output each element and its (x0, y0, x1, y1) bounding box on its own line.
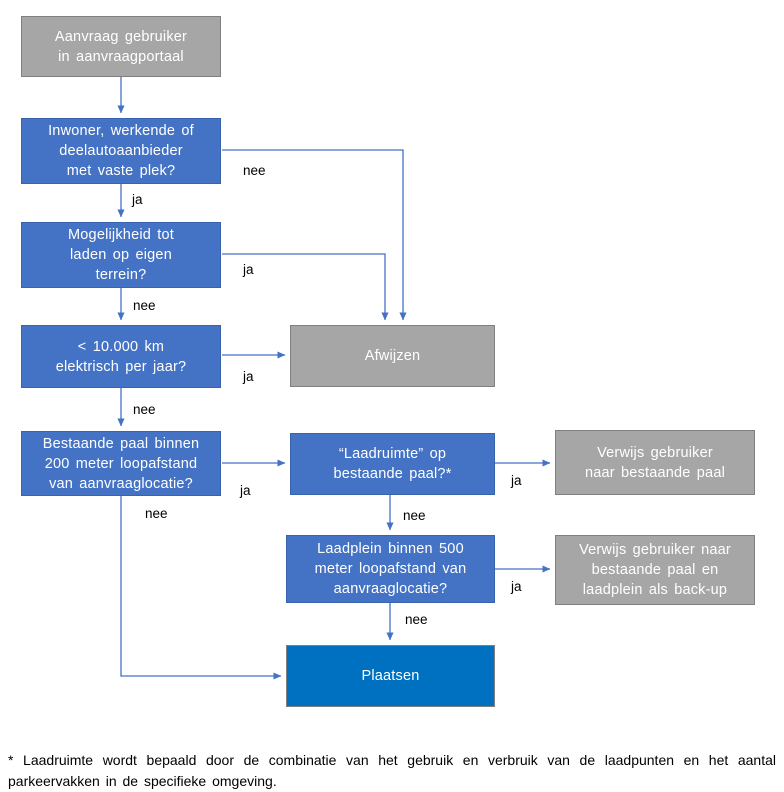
edge-label-eigenterrein-nee: nee (133, 298, 156, 313)
node-verwijs-bestaande-paal-en-laadplein-backup[interactable]: Verwijs gebruiker naar bestaande paal en… (555, 535, 755, 605)
node-mogelijkheid-laden-eigen-terrein[interactable]: Mogelijkheid tot laden op eigen terrein? (21, 222, 221, 288)
edge-label-inwoner-ja: ja (132, 192, 143, 207)
edge-label-laadplein-nee: nee (405, 612, 428, 627)
edge-label-laadruimte-nee: nee (403, 508, 426, 523)
edge-label-km-ja: ja (243, 369, 254, 384)
node-inwoner-werkende-deelautoaanbieder[interactable]: Inwoner, werkende of deelautoaanbieder m… (21, 118, 221, 184)
edge-label-km-nee: nee (133, 402, 156, 417)
footnote-laadruimte-definition: * Laadruimte wordt bepaald door de combi… (8, 752, 776, 789)
node-bestaande-paal-binnen-200-meter[interactable]: Bestaande paal binnen 200 meter loopafst… (21, 431, 221, 496)
edge-label-laadplein-ja: ja (511, 579, 522, 594)
node-minder-dan-10000-km[interactable]: < 10.000 km elektrisch per jaar? (21, 325, 221, 388)
edge-label-eigenterrein-ja: ja (243, 262, 254, 277)
edge-label-inwoner-nee: nee (243, 163, 266, 178)
edge-label-laadruimte-ja: ja (511, 473, 522, 488)
node-plaatsen[interactable]: Plaatsen (286, 645, 495, 707)
edge-label-bestaandepaal-nee: nee (145, 506, 168, 521)
node-afwijzen[interactable]: Afwijzen (290, 325, 495, 387)
wire-bestaandepaal-to-plaatsen (120, 496, 282, 680)
node-laadruimte-op-bestaande-paal[interactable]: “Laadruimte” op bestaande paal?* (290, 433, 495, 495)
node-aanvraag-gebruiker[interactable]: Aanvraag gebruiker in aanvraagportaal (21, 16, 221, 77)
node-laadplein-binnen-500-meter[interactable]: Laadplein binnen 500 meter loopafstand v… (286, 535, 495, 603)
edge-label-bestaandepaal-ja: ja (240, 483, 251, 498)
node-verwijs-naar-bestaande-paal[interactable]: Verwijs gebruiker naar bestaande paal (555, 430, 755, 495)
